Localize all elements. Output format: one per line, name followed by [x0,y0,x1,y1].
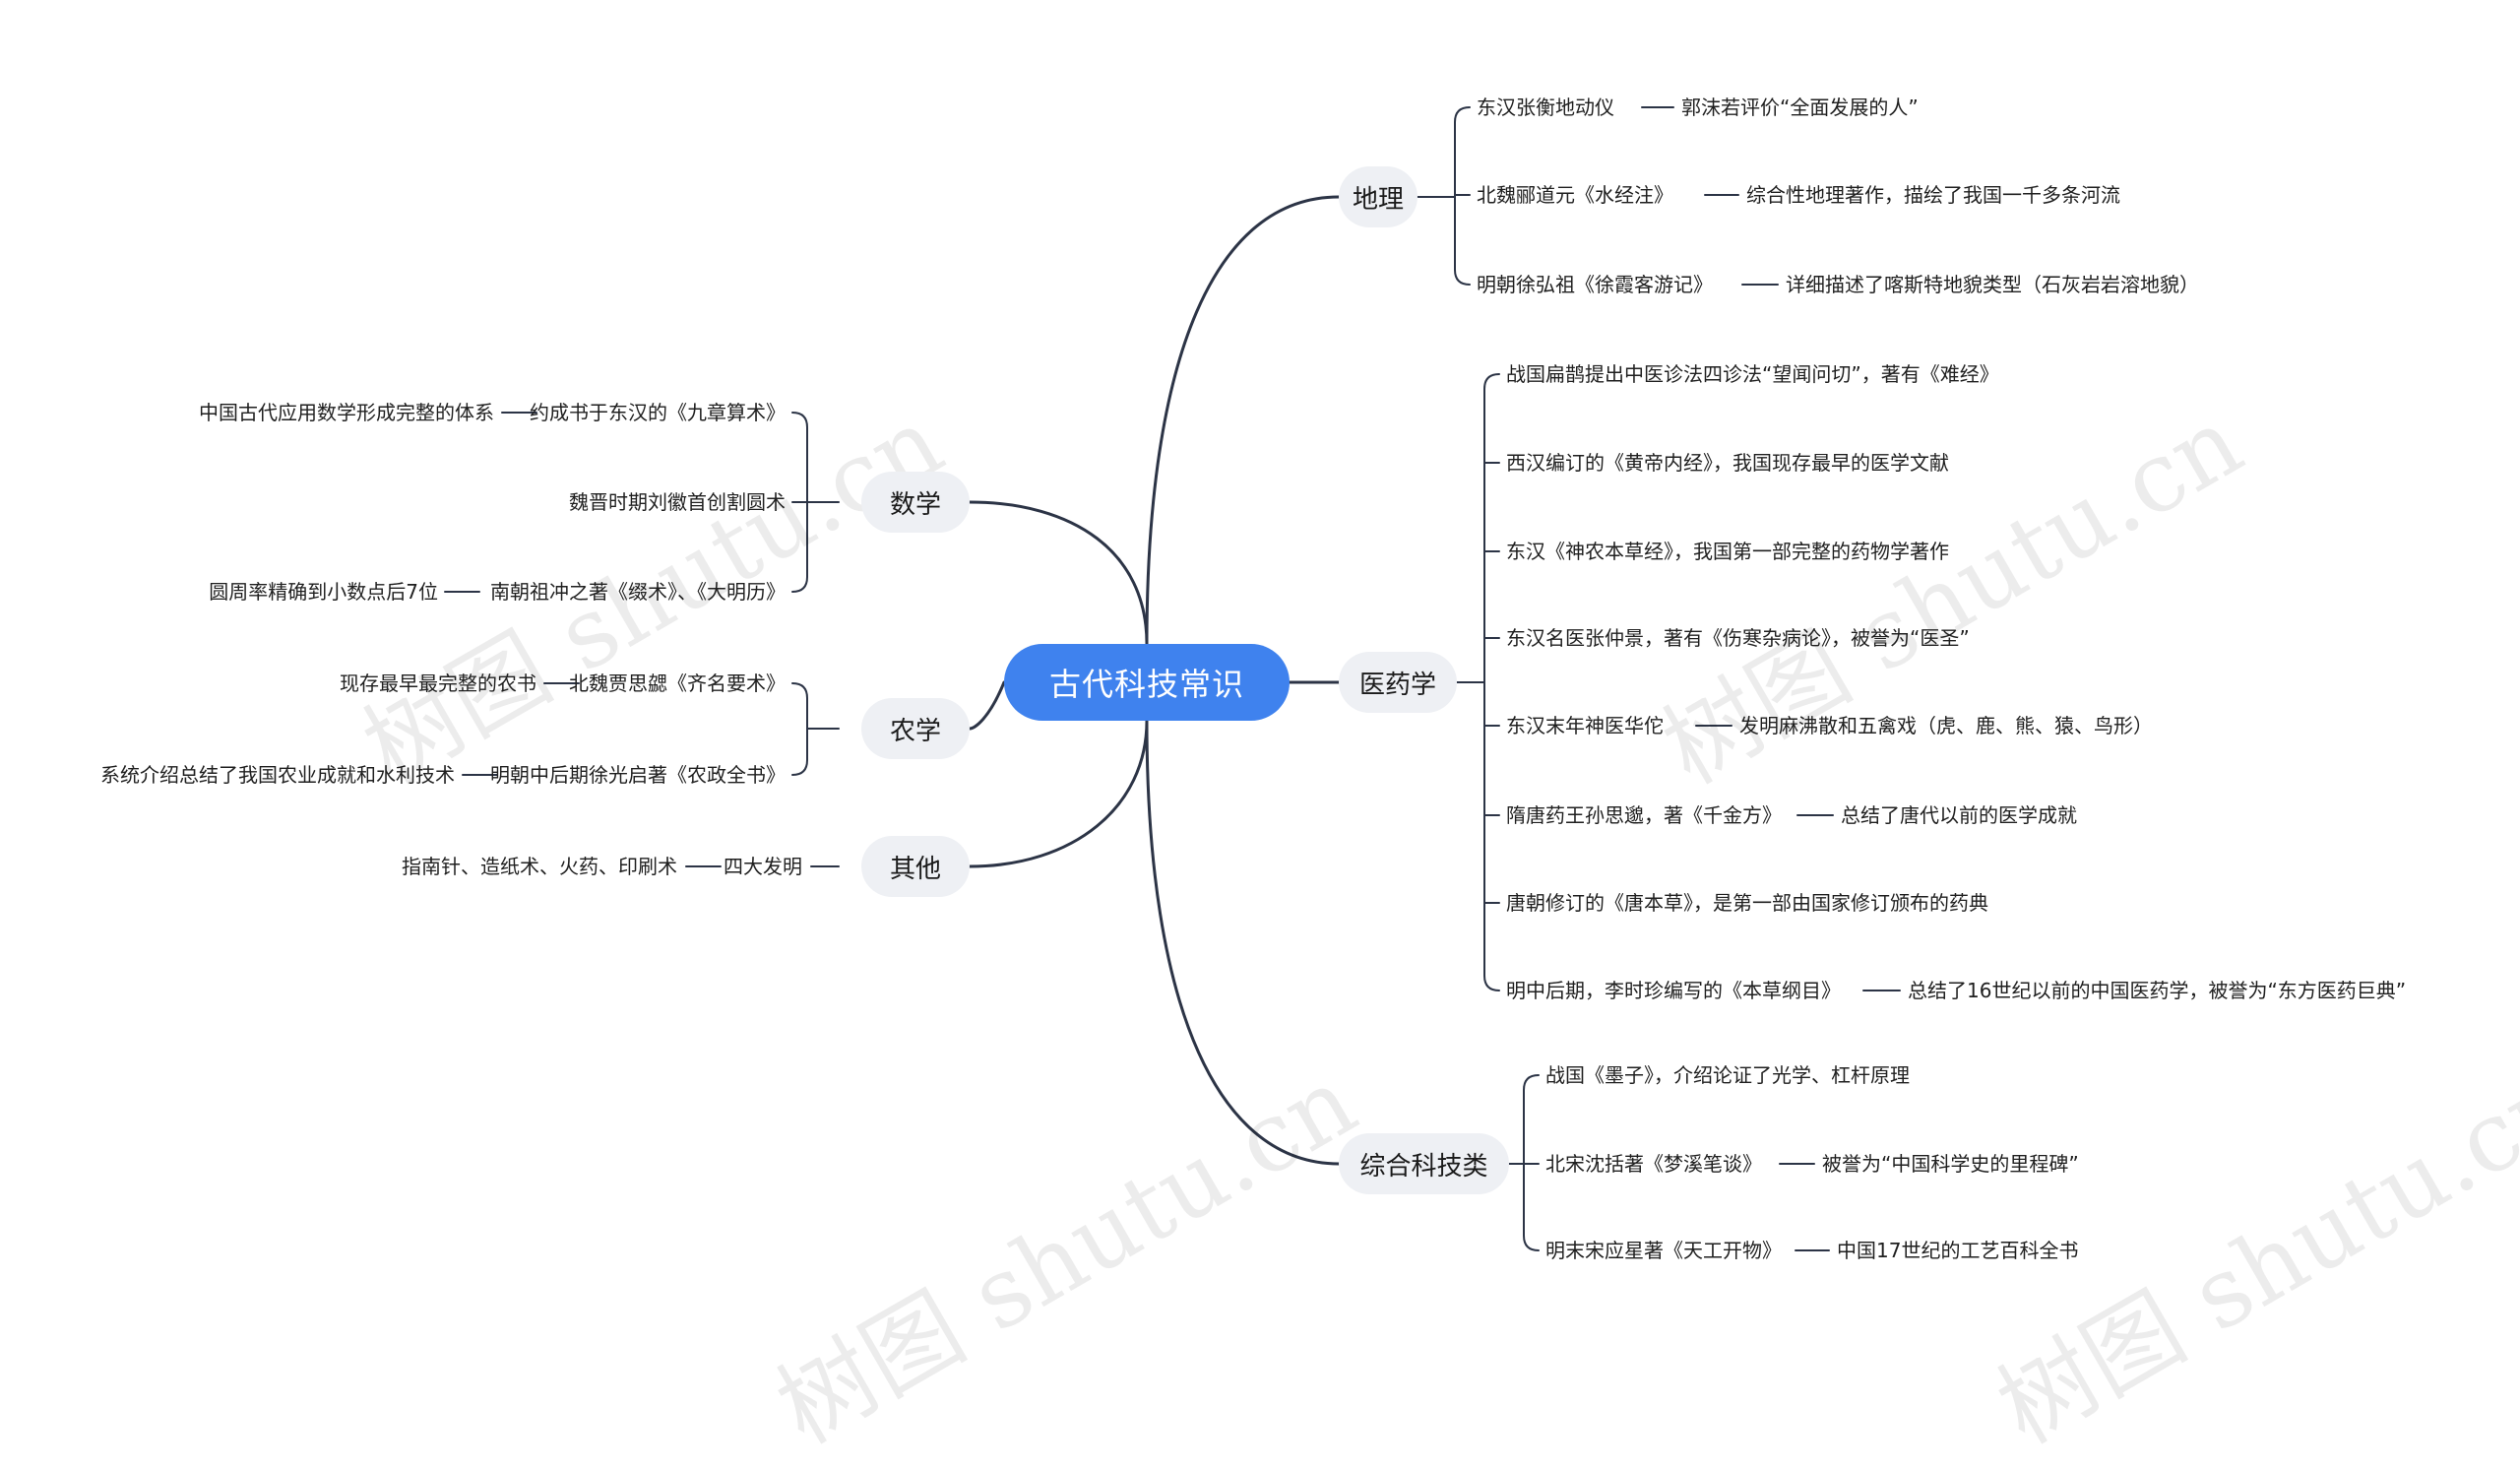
leaf-other-1[interactable]: 四大发明 [724,855,802,878]
branch-agriculture[interactable]: 农学 [861,698,970,759]
leaf-other-1-note[interactable]: 指南针、造纸术、火药、印刷术 [402,855,677,878]
leaf-general-3[interactable]: 明末宋应星著《天工开物》 [1545,1239,1782,1262]
branch-medicine[interactable]: 医药学 [1339,652,1457,713]
leaf-math-1[interactable]: 约成书于东汉的《九章算术》 [530,401,786,424]
link-root-other [968,719,1149,868]
leaf-general-3-note[interactable]: 中国17世纪的工艺百科全书 [1837,1239,2079,1262]
leaf-math-3-note[interactable]: 圆周率精确到小数点后7位 [209,580,438,604]
leaf-agriculture-1[interactable]: 北魏贾思勰《齐名要术》 [569,671,786,695]
leaf-medicine-1[interactable]: 战国扁鹊提出中医诊法四诊法“望闻问切”，著有《难经》 [1506,362,1999,386]
leaf-math-2[interactable]: 魏晋时期刘徽首创割圆术 [569,490,786,514]
leaf-medicine-5-note[interactable]: 发明麻沸散和五禽戏（虎、鹿、熊、猿、鸟形） [1739,714,2153,737]
leaf-general-2[interactable]: 北宋沈括著《梦溪笔谈》 [1545,1152,1762,1176]
leaf-medicine-4[interactable]: 东汉名医张仲景，著有《伤寒杂病论》，被誉为“医圣” [1506,626,1970,650]
leaf-geography-3-note[interactable]: 详细描述了喀斯特地貌类型（石灰岩岩溶地貌） [1786,273,2199,296]
leaf-medicine-5[interactable]: 东汉末年神医华佗 [1506,714,1664,737]
branch-other[interactable]: 其他 [861,836,970,897]
branch-math[interactable]: 数学 [861,472,970,533]
root-topic[interactable]: 古代科技常识 [1004,644,1290,721]
branch-geography[interactable]: 地理 [1339,166,1418,227]
link-root-math [968,500,1149,646]
leaf-medicine-6[interactable]: 隋唐药王孙思邈，著《千金方》 [1506,803,1782,827]
branch-general-tech[interactable]: 综合科技类 [1339,1133,1509,1194]
leaf-geography-1-note[interactable]: 郭沫若评价“全面发展的人” [1681,96,1919,119]
connector-lines [444,106,1901,1251]
leaf-general-1[interactable]: 战国《墨子》，介绍论证了光学、杠杆原理 [1545,1063,1910,1087]
leaf-geography-3[interactable]: 明朝徐弘祖《徐霞客游记》 [1477,273,1713,296]
leaf-medicine-7[interactable]: 唐朝修订的《唐本草》，是第一部由国家修订颁布的药典 [1506,891,1988,915]
leaf-medicine-2[interactable]: 西汉编订的《黄帝内经》，我国现存最早的医学文献 [1506,451,1949,475]
leaf-medicine-3[interactable]: 东汉《神农本草经》，我国第一部完整的药物学著作 [1506,540,1949,563]
leaf-agriculture-2-note[interactable]: 系统介绍总结了我国农业成就和水利技术 [100,763,455,787]
leaf-medicine-6-note[interactable]: 总结了唐代以前的医学成就 [1841,803,2077,827]
leaf-medicine-8[interactable]: 明中后期，李时珍编写的《本草纲目》 [1506,979,1841,1002]
leaf-agriculture-2[interactable]: 明朝中后期徐光启著《农政全书》 [490,763,786,787]
link-root-agriculture [968,680,1006,731]
leaf-math-1-note[interactable]: 中国古代应用数学形成完整的体系 [199,401,494,424]
leaf-geography-2[interactable]: 北魏郦道元《水经注》 [1477,183,1673,207]
leaf-geography-1[interactable]: 东汉张衡地动仪 [1477,96,1614,119]
leaf-geography-2-note[interactable]: 综合性地理著作，描绘了我国一千多条河流 [1746,183,2120,207]
link-root-geography [1145,195,1341,646]
leaf-general-2-note[interactable]: 被誉为“中国科学史的里程碑” [1822,1152,2079,1176]
leaf-math-3[interactable]: 南朝祖冲之著《缀术》、《大明历》 [490,580,786,604]
leaf-agriculture-1-note[interactable]: 现存最早最完整的农书 [340,671,536,695]
link-root-general [1145,719,1341,1166]
leaf-medicine-8-note[interactable]: 总结了16世纪以前的中国医药学，被誉为“东方医药巨典” [1908,979,2407,1002]
